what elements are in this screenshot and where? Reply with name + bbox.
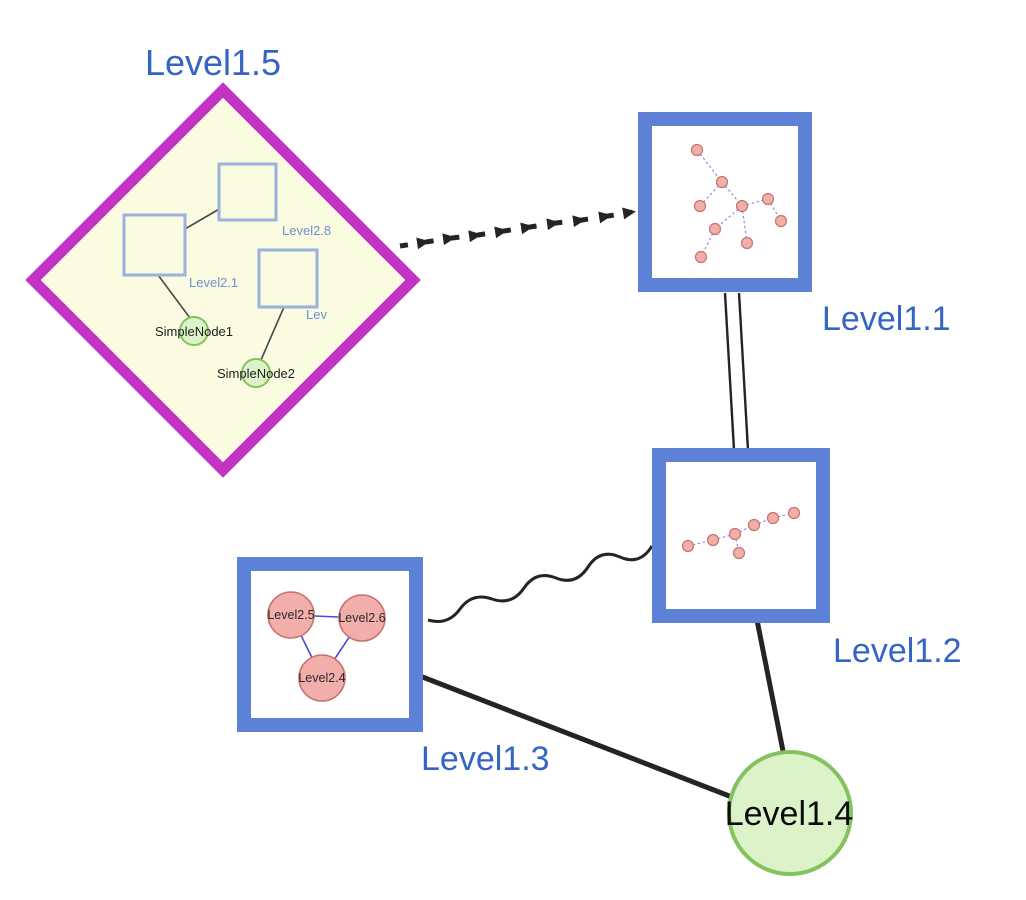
node-lev[interactable] bbox=[257, 248, 319, 309]
node-level2-6[interactable] bbox=[338, 594, 386, 642]
edge-lev-simplenode2[interactable] bbox=[260, 306, 285, 361]
mini-node bbox=[694, 250, 708, 264]
mini-node bbox=[681, 539, 695, 553]
label-level2-8: Level2.8 bbox=[282, 223, 331, 238]
group-node-level1-3: Level2.5 Level2.6 Level2.4 Level1.3 bbox=[237, 557, 550, 778]
mini-node bbox=[732, 546, 746, 560]
group-node-level1-5: Level1.5 Level2.8 Level2.1 Lev SimpleNod… bbox=[25, 42, 421, 478]
mini-node bbox=[766, 511, 780, 525]
label-level1-5: Level1.5 bbox=[145, 42, 281, 83]
label-lev: Lev bbox=[306, 307, 327, 322]
level1-5-diamond[interactable] bbox=[25, 82, 421, 478]
mini-node bbox=[706, 533, 720, 547]
label-level1-3: Level1.3 bbox=[421, 740, 550, 778]
label-level2-5: Level2.5 bbox=[267, 608, 314, 622]
edge-level12-level14[interactable] bbox=[754, 619, 787, 757]
level1-1-mini-graph bbox=[690, 143, 788, 264]
mini-node bbox=[728, 527, 742, 541]
level1-3-square[interactable] bbox=[237, 557, 423, 732]
node-level2-5[interactable] bbox=[267, 591, 315, 639]
label-level2-1: Level2.1 bbox=[189, 275, 238, 290]
edge-level2-1-level2-8[interactable] bbox=[184, 207, 222, 230]
label-level1-1: Level1.1 bbox=[822, 300, 951, 338]
edge-level11-level12-double-1[interactable] bbox=[723, 292, 736, 451]
mini-node bbox=[747, 518, 761, 532]
node-simplenode2[interactable] bbox=[241, 358, 271, 388]
top-level-edges bbox=[399, 207, 787, 802]
node-simplenode1[interactable] bbox=[179, 316, 209, 346]
mini-node bbox=[761, 192, 775, 206]
node-level2-4[interactable] bbox=[298, 654, 346, 702]
edge-level15-level11-dashed-arrow[interactable] bbox=[399, 207, 636, 250]
mini-node bbox=[735, 199, 749, 213]
edge-level2-1-simplenode1[interactable] bbox=[157, 274, 191, 319]
mini-node bbox=[708, 222, 722, 236]
level1-2-mini-graph bbox=[681, 506, 801, 560]
mini-node bbox=[787, 506, 801, 520]
mini-node bbox=[715, 175, 729, 189]
edge-level13-level14[interactable] bbox=[419, 673, 738, 802]
level1-2-square[interactable] bbox=[652, 448, 830, 623]
edge-level11-level12-double-2[interactable] bbox=[737, 292, 750, 451]
label-level2-6: Level2.6 bbox=[338, 611, 385, 625]
mini-node bbox=[774, 214, 788, 228]
node-level2-1[interactable] bbox=[122, 213, 187, 277]
group-node-level1-2: Level1.2 bbox=[652, 448, 962, 670]
edge-level13-level12-wavy[interactable] bbox=[427, 545, 654, 624]
mini-node bbox=[690, 143, 704, 157]
group-node-level1-1: Level1.1 bbox=[638, 112, 951, 338]
label-simplenode2: SimpleNode2 bbox=[217, 366, 295, 381]
mini-node bbox=[740, 236, 754, 250]
node-level2-8[interactable] bbox=[217, 162, 278, 222]
label-level1-4: Level1.4 bbox=[725, 795, 854, 833]
node-level1-4-group: Level1.4 bbox=[725, 750, 854, 876]
node-level1-4[interactable] bbox=[727, 750, 853, 876]
label-level1-2: Level1.2 bbox=[833, 632, 962, 670]
mini-node bbox=[693, 199, 707, 213]
label-level2-4: Level2.4 bbox=[298, 671, 345, 685]
level1-1-square[interactable] bbox=[638, 112, 812, 292]
label-simplenode1: SimpleNode1 bbox=[155, 324, 233, 339]
